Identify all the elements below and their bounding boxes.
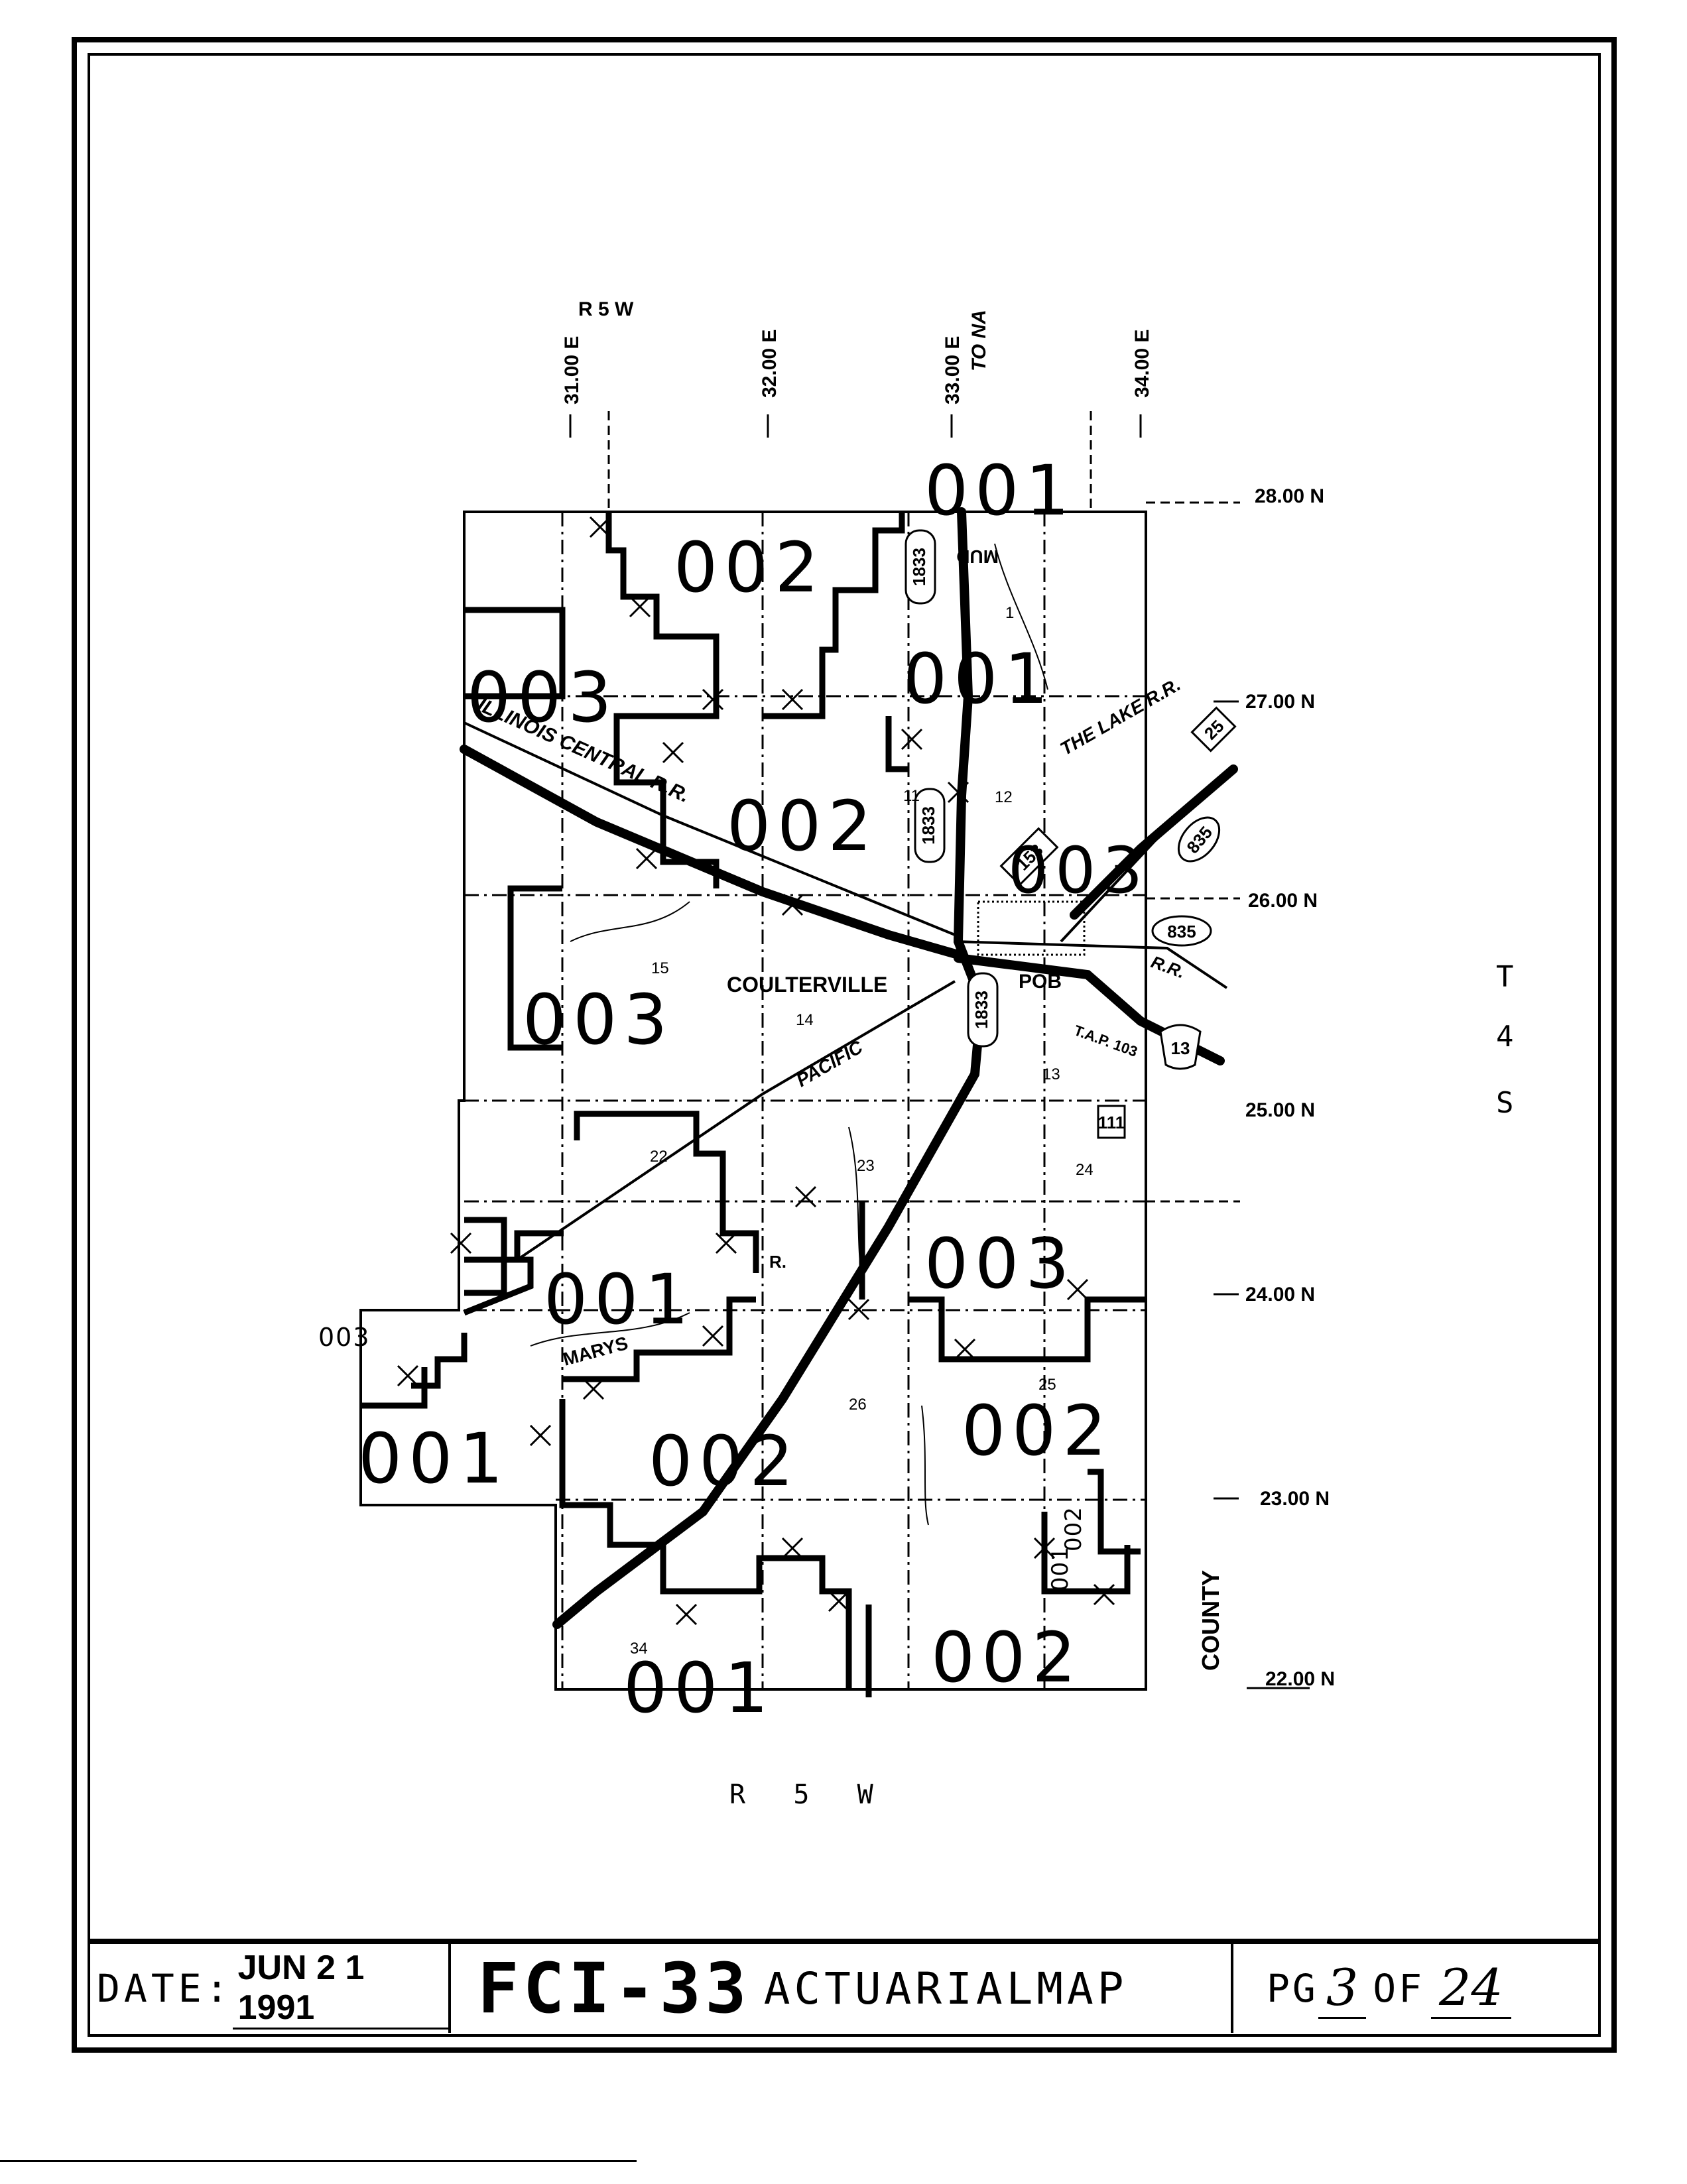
grid-ticks — [569, 414, 1310, 1689]
section-number: 12 — [995, 788, 1013, 806]
outer-border — [72, 37, 1617, 2053]
section-number: 11 — [903, 787, 920, 805]
easting-tick-34: 34.00 E — [1131, 330, 1153, 398]
zone-code: 003 — [924, 1223, 1076, 1304]
page-label: PG — [1267, 1966, 1318, 2011]
easting-tick-31: 31.00 E — [561, 336, 583, 404]
route-shield-111 — [1097, 1105, 1126, 1139]
town-label: COULTERVILLE — [727, 973, 887, 997]
township-letter-s: S — [1496, 1086, 1514, 1120]
zone-code: 001 — [358, 1418, 510, 1499]
railroads — [464, 721, 1228, 1261]
section-number: 22 — [650, 1148, 668, 1166]
easting-tick-32: 32.00 E — [759, 330, 781, 398]
section-number: 25 — [1038, 1376, 1056, 1394]
route-shield-13 — [1159, 1024, 1202, 1070]
section-number: 15 — [651, 959, 669, 977]
route-shield-153 — [999, 827, 1059, 886]
route-shield-label: 111 — [1098, 1113, 1125, 1132]
of-label: OF — [1373, 1966, 1425, 2011]
date-cell: DATE: JUN 2 1 1991 — [90, 1944, 451, 2033]
zone-code: 002 — [727, 786, 879, 867]
township-number: 4 — [1496, 1020, 1514, 1054]
zone-code: 002 — [962, 1390, 1113, 1471]
stream-label-r: R. — [769, 1252, 786, 1272]
route-shield-label: 1833 — [971, 991, 991, 1029]
zone-code: 003 — [523, 979, 674, 1060]
route-shield-835-a — [1151, 915, 1212, 947]
title-block: DATE: JUN 2 1 1991 FCI-33 ACTUARIALMAP P… — [90, 1939, 1598, 2033]
map-title: ACTUARIALMAP — [763, 1963, 1128, 2014]
northing-tick-27: 27.00 N — [1245, 691, 1315, 713]
route-shield-label: 1833 — [909, 548, 929, 586]
route-shield-1833-b — [914, 788, 946, 863]
northing-labels: 28.00 N 27.00 N 26.00 N 25.00 N 24.00 N … — [1245, 485, 1335, 1690]
coulterville-town — [977, 900, 1086, 956]
railroad-label-lake: THE LAKE R.R. — [1057, 674, 1184, 759]
easting-tick-33: 33.00 E — [942, 336, 964, 404]
section-number: 14 — [796, 1011, 814, 1029]
date-label: DATE: — [97, 1966, 233, 2011]
route-shield-label: 1833 — [918, 806, 938, 845]
northing-tick-24: 24.00 N — [1245, 1284, 1315, 1305]
northing-tick-23: 23.00 N — [1260, 1488, 1330, 1510]
northing-tick-25: 25.00 N — [1245, 1099, 1315, 1121]
zone-code: 003 — [1008, 833, 1149, 908]
section-numbers: 1 11 12 13 14 15 22 23 24 25 26 34 — [630, 604, 1093, 1658]
title-cell: FCI-33 ACTUARIALMAP — [451, 1944, 1233, 2033]
section-number: 23 — [857, 1157, 875, 1175]
stream-label-mud: MUD — [956, 546, 999, 567]
route-shield-1833-a — [905, 529, 936, 605]
pob-label: POB — [1019, 971, 1062, 993]
zone-code: 001 — [623, 1648, 775, 1729]
northing-tick-22: 22.00 N — [1265, 1668, 1335, 1690]
route-shield-835-b — [1177, 816, 1221, 863]
route-shield-25 — [1190, 706, 1237, 753]
page-cell: PG 3 OF 24 — [1233, 1944, 1598, 2033]
northing-tick-28: 28.00 N — [1255, 485, 1324, 507]
zone-code: 001 — [924, 450, 1076, 531]
zone-code: 002 — [674, 527, 826, 608]
zone-code: 003 — [318, 1323, 371, 1352]
page-total: 24 — [1431, 1958, 1511, 2019]
section-number: 26 — [849, 1396, 867, 1414]
zone-code: 002 — [931, 1617, 1083, 1698]
railroad-label-pacific: PACIFIC — [793, 1036, 867, 1091]
section-number: 1 — [1005, 604, 1014, 622]
date-value: JUN 2 1 1991 — [232, 1948, 448, 2030]
zone-code: 003 — [467, 657, 619, 738]
page-number: 3 — [1318, 1958, 1367, 2019]
zone-code: 002 — [1060, 1506, 1087, 1551]
zone-code: 001 — [903, 638, 1055, 719]
zone-code: 001 — [1047, 1546, 1074, 1591]
county-label: COUNTY — [1197, 1570, 1224, 1671]
zone-code: 002 — [649, 1421, 800, 1502]
streams — [530, 543, 1048, 1526]
scan-edge-line — [0, 2160, 637, 2162]
easting-labels: 31.00 E 32.00 E 33.00 E 34.00 E TO NA — [561, 310, 1153, 404]
route-shield-1833-c — [967, 972, 999, 1048]
section-number: 13 — [1042, 1065, 1060, 1083]
railroad-label-rr: R.R. — [1149, 951, 1188, 982]
section-number: 24 — [1076, 1161, 1093, 1179]
form-code: FCI-33 — [477, 1948, 751, 2029]
road-shields: 1833 1833 1833 835 835 25 13 153 111 — [905, 529, 1237, 1139]
to-note: TO NA — [968, 310, 990, 371]
inner-border — [88, 53, 1601, 2037]
zone-codes: 001 002 003 001 002 003 003 001 003 003 … — [318, 450, 1149, 1729]
township-letter-t: T — [1496, 960, 1514, 994]
tap-label: T.A.P. 103 — [1072, 1022, 1139, 1060]
route-shield-label: 13 — [1171, 1038, 1190, 1058]
range-top: R 5 W — [578, 298, 634, 320]
zone-code: 001 — [544, 1259, 696, 1340]
range-bottom: R 5 W — [729, 1780, 874, 1810]
boundary-x-marks — [397, 516, 1115, 1626]
section-number: 34 — [630, 1640, 648, 1658]
route-shield-label: 835 — [1167, 922, 1196, 941]
northing-tick-26: 26.00 N — [1248, 890, 1318, 912]
highways — [460, 507, 1238, 1629]
